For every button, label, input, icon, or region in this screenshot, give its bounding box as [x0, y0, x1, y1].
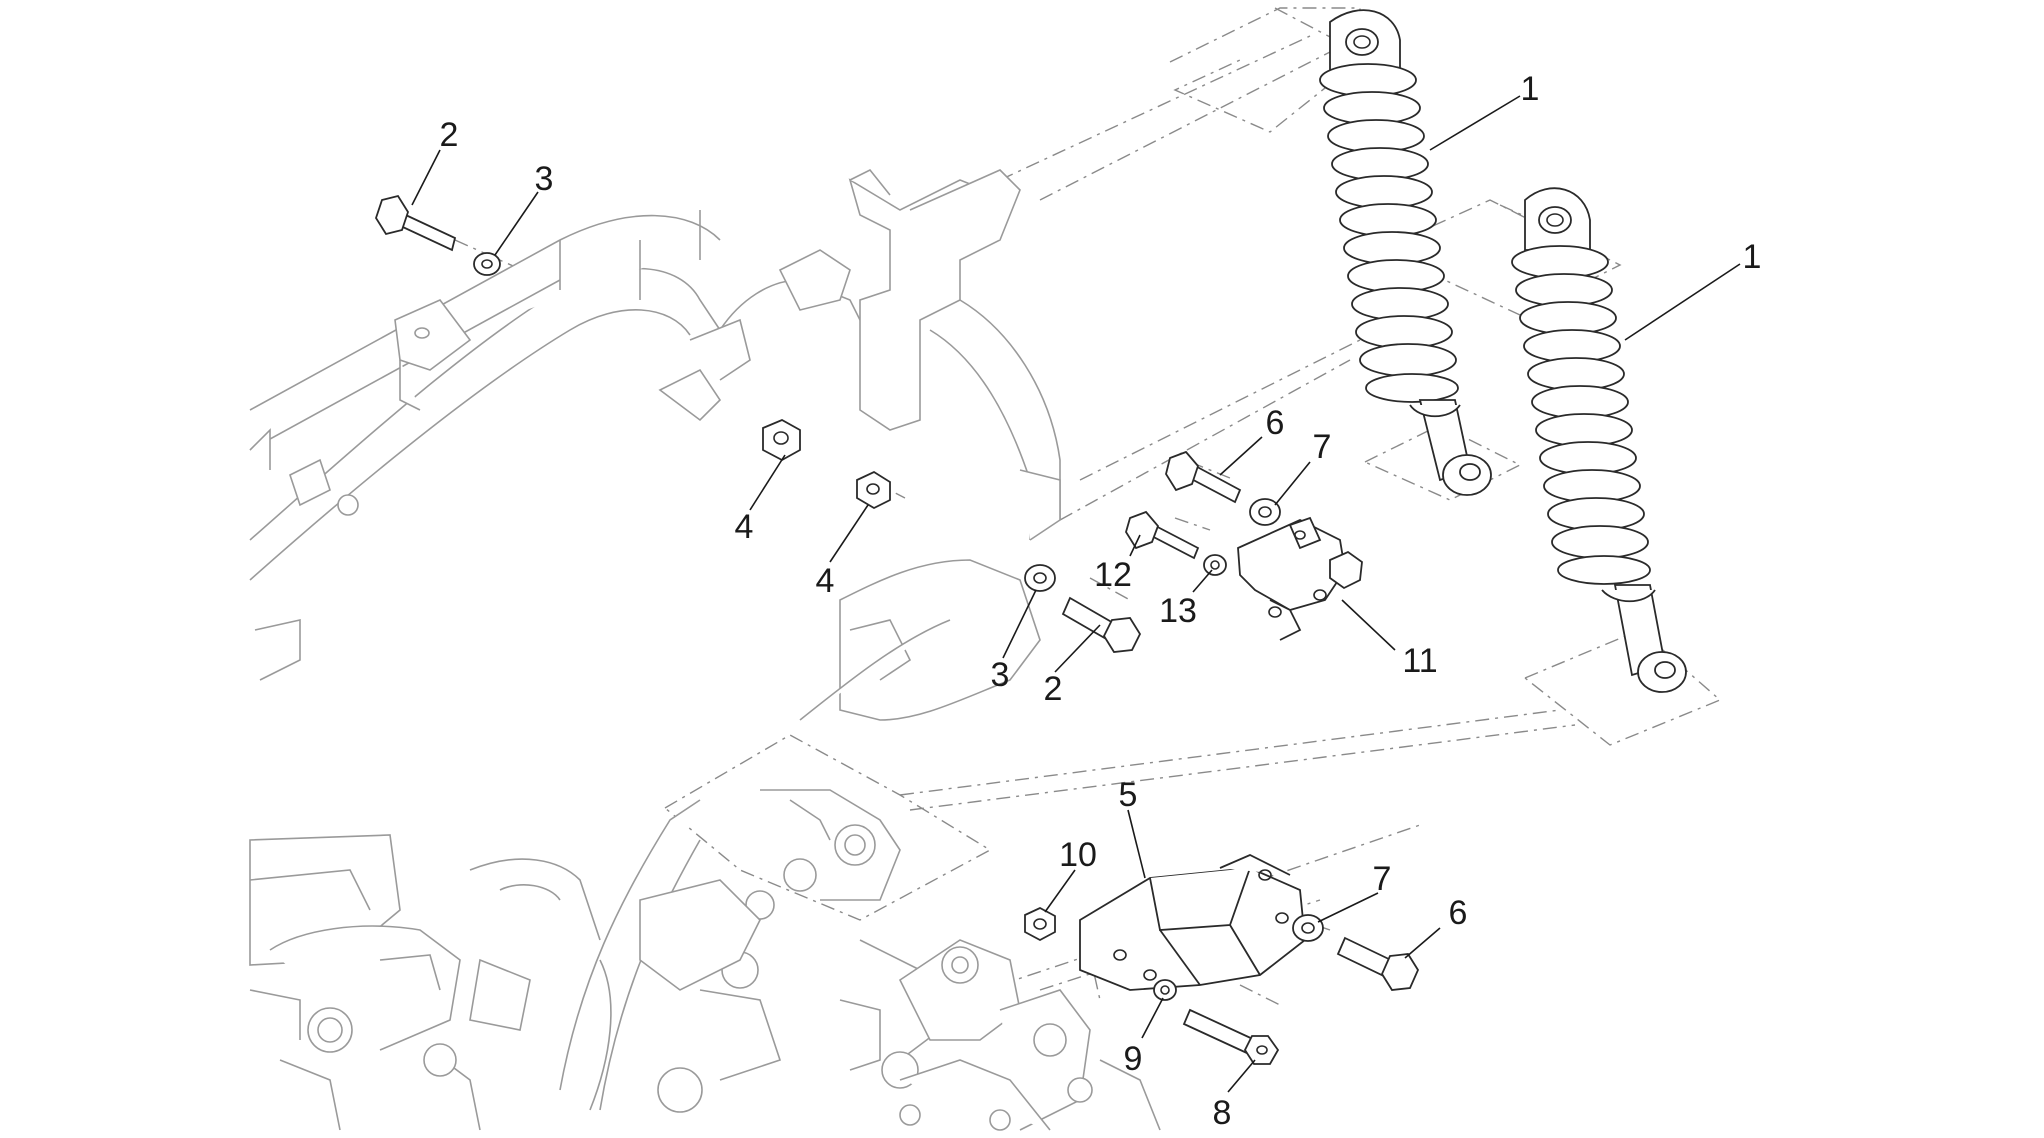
callout-1-right: 1 — [1743, 238, 1762, 276]
leader-lines — [411, 95, 1741, 1093]
callout-2-lower: 2 — [1044, 670, 1063, 708]
bracket-5 — [1079, 854, 1306, 991]
bolt-12 — [1125, 510, 1200, 560]
callout-9: 9 — [1124, 1040, 1143, 1078]
callout-labels: 1 1 2 2 3 3 4 4 5 6 6 7 7 8 9 10 11 12 1… — [440, 70, 1762, 1132]
washer-3-lower — [1024, 564, 1056, 592]
shock-spring-coils-left — [1319, 63, 1459, 403]
callout-2-upper: 2 — [440, 116, 459, 154]
callout-7-upper: 7 — [1313, 428, 1332, 466]
callout-3-upper: 3 — [535, 160, 554, 198]
callout-12: 12 — [1094, 556, 1132, 594]
shock-absorber-left — [1319, 9, 1492, 496]
bracket-11 — [1237, 516, 1363, 641]
washer-13 — [1203, 554, 1227, 576]
callout-13: 13 — [1159, 592, 1197, 630]
bolt-6-lower — [1336, 936, 1420, 991]
nut-4-right — [856, 470, 891, 510]
bolt-6-upper — [1165, 450, 1242, 504]
shock-absorber-right — [1511, 187, 1687, 693]
engine-assembly — [249, 789, 1161, 1131]
fasteners — [375, 194, 1420, 1065]
callout-5: 5 — [1119, 776, 1138, 814]
washer-7-lower — [1292, 914, 1324, 942]
shock-spring-coils-right — [1511, 245, 1651, 585]
callout-6-upper: 6 — [1266, 404, 1285, 442]
washer-3-upper — [473, 252, 501, 276]
bolt-8 — [1182, 1008, 1280, 1065]
bolt-2-upper — [375, 194, 457, 252]
callout-3-lower: 3 — [991, 656, 1010, 694]
callout-4-left: 4 — [735, 508, 754, 546]
bolt-2-lower — [1061, 596, 1142, 653]
callout-6-lower: 6 — [1449, 894, 1468, 932]
callout-4-right: 4 — [816, 562, 835, 600]
callout-10: 10 — [1059, 836, 1097, 874]
nut-10 — [1024, 906, 1056, 942]
frame-structure — [249, 168, 1061, 721]
callout-8: 8 — [1213, 1094, 1232, 1132]
callout-11: 11 — [1402, 642, 1437, 680]
callout-7-lower: 7 — [1373, 860, 1392, 898]
nut-4-left — [762, 419, 801, 462]
callout-1-upper: 1 — [1521, 70, 1540, 108]
washer-9 — [1153, 979, 1177, 1001]
washer-7-upper — [1249, 498, 1281, 526]
